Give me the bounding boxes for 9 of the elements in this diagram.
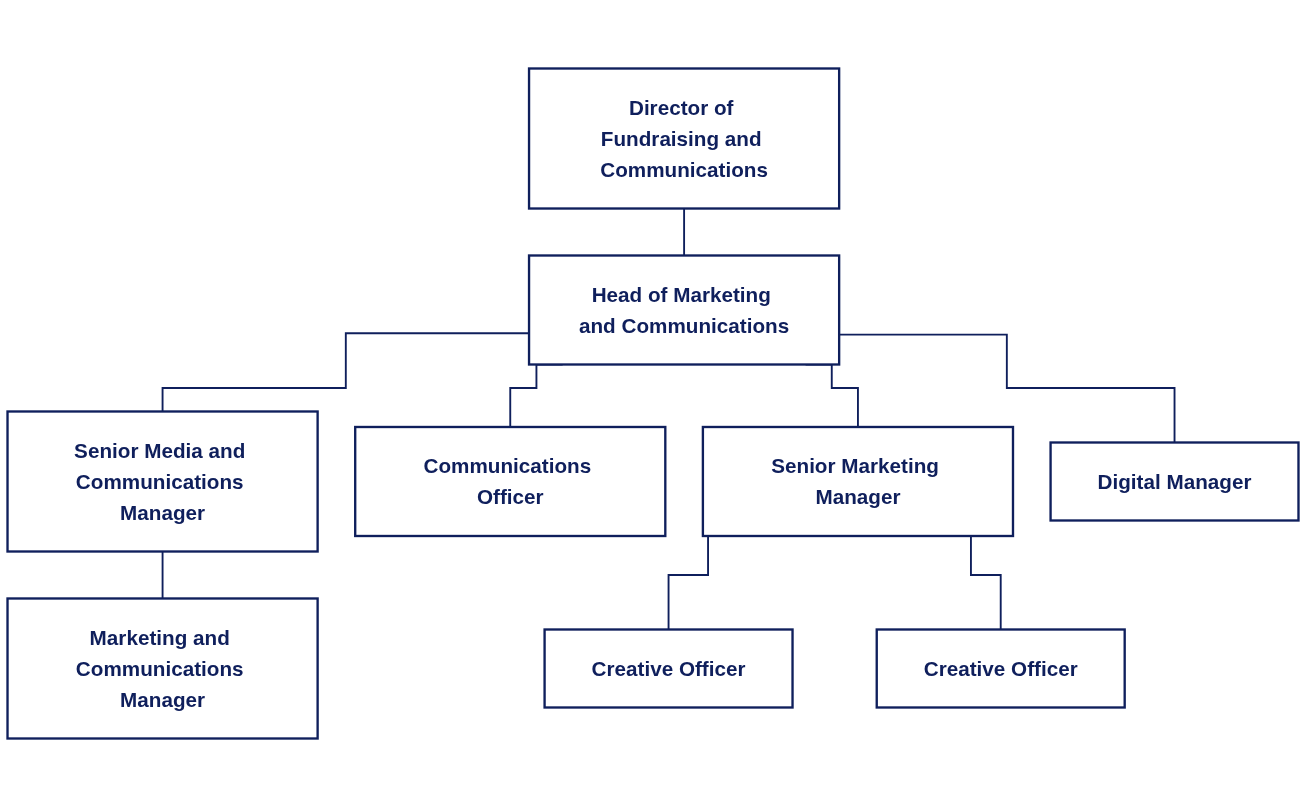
node-box: Director of Fundraising and Communications <box>527 67 841 210</box>
node-box: Creative Officer <box>875 628 1126 709</box>
node-box: Head of Marketing and Communications <box>527 254 841 366</box>
node-box: Creative Officer <box>543 628 794 709</box>
node-box: Senior Marketing Manager <box>701 425 1015 538</box>
node-box: Communications Officer <box>354 425 667 538</box>
node-box: Senior Media and Communications Manager <box>6 410 319 553</box>
node-box: Marketing and Communications Manager <box>6 597 319 740</box>
node-box: Digital Manager <box>1049 441 1300 522</box>
